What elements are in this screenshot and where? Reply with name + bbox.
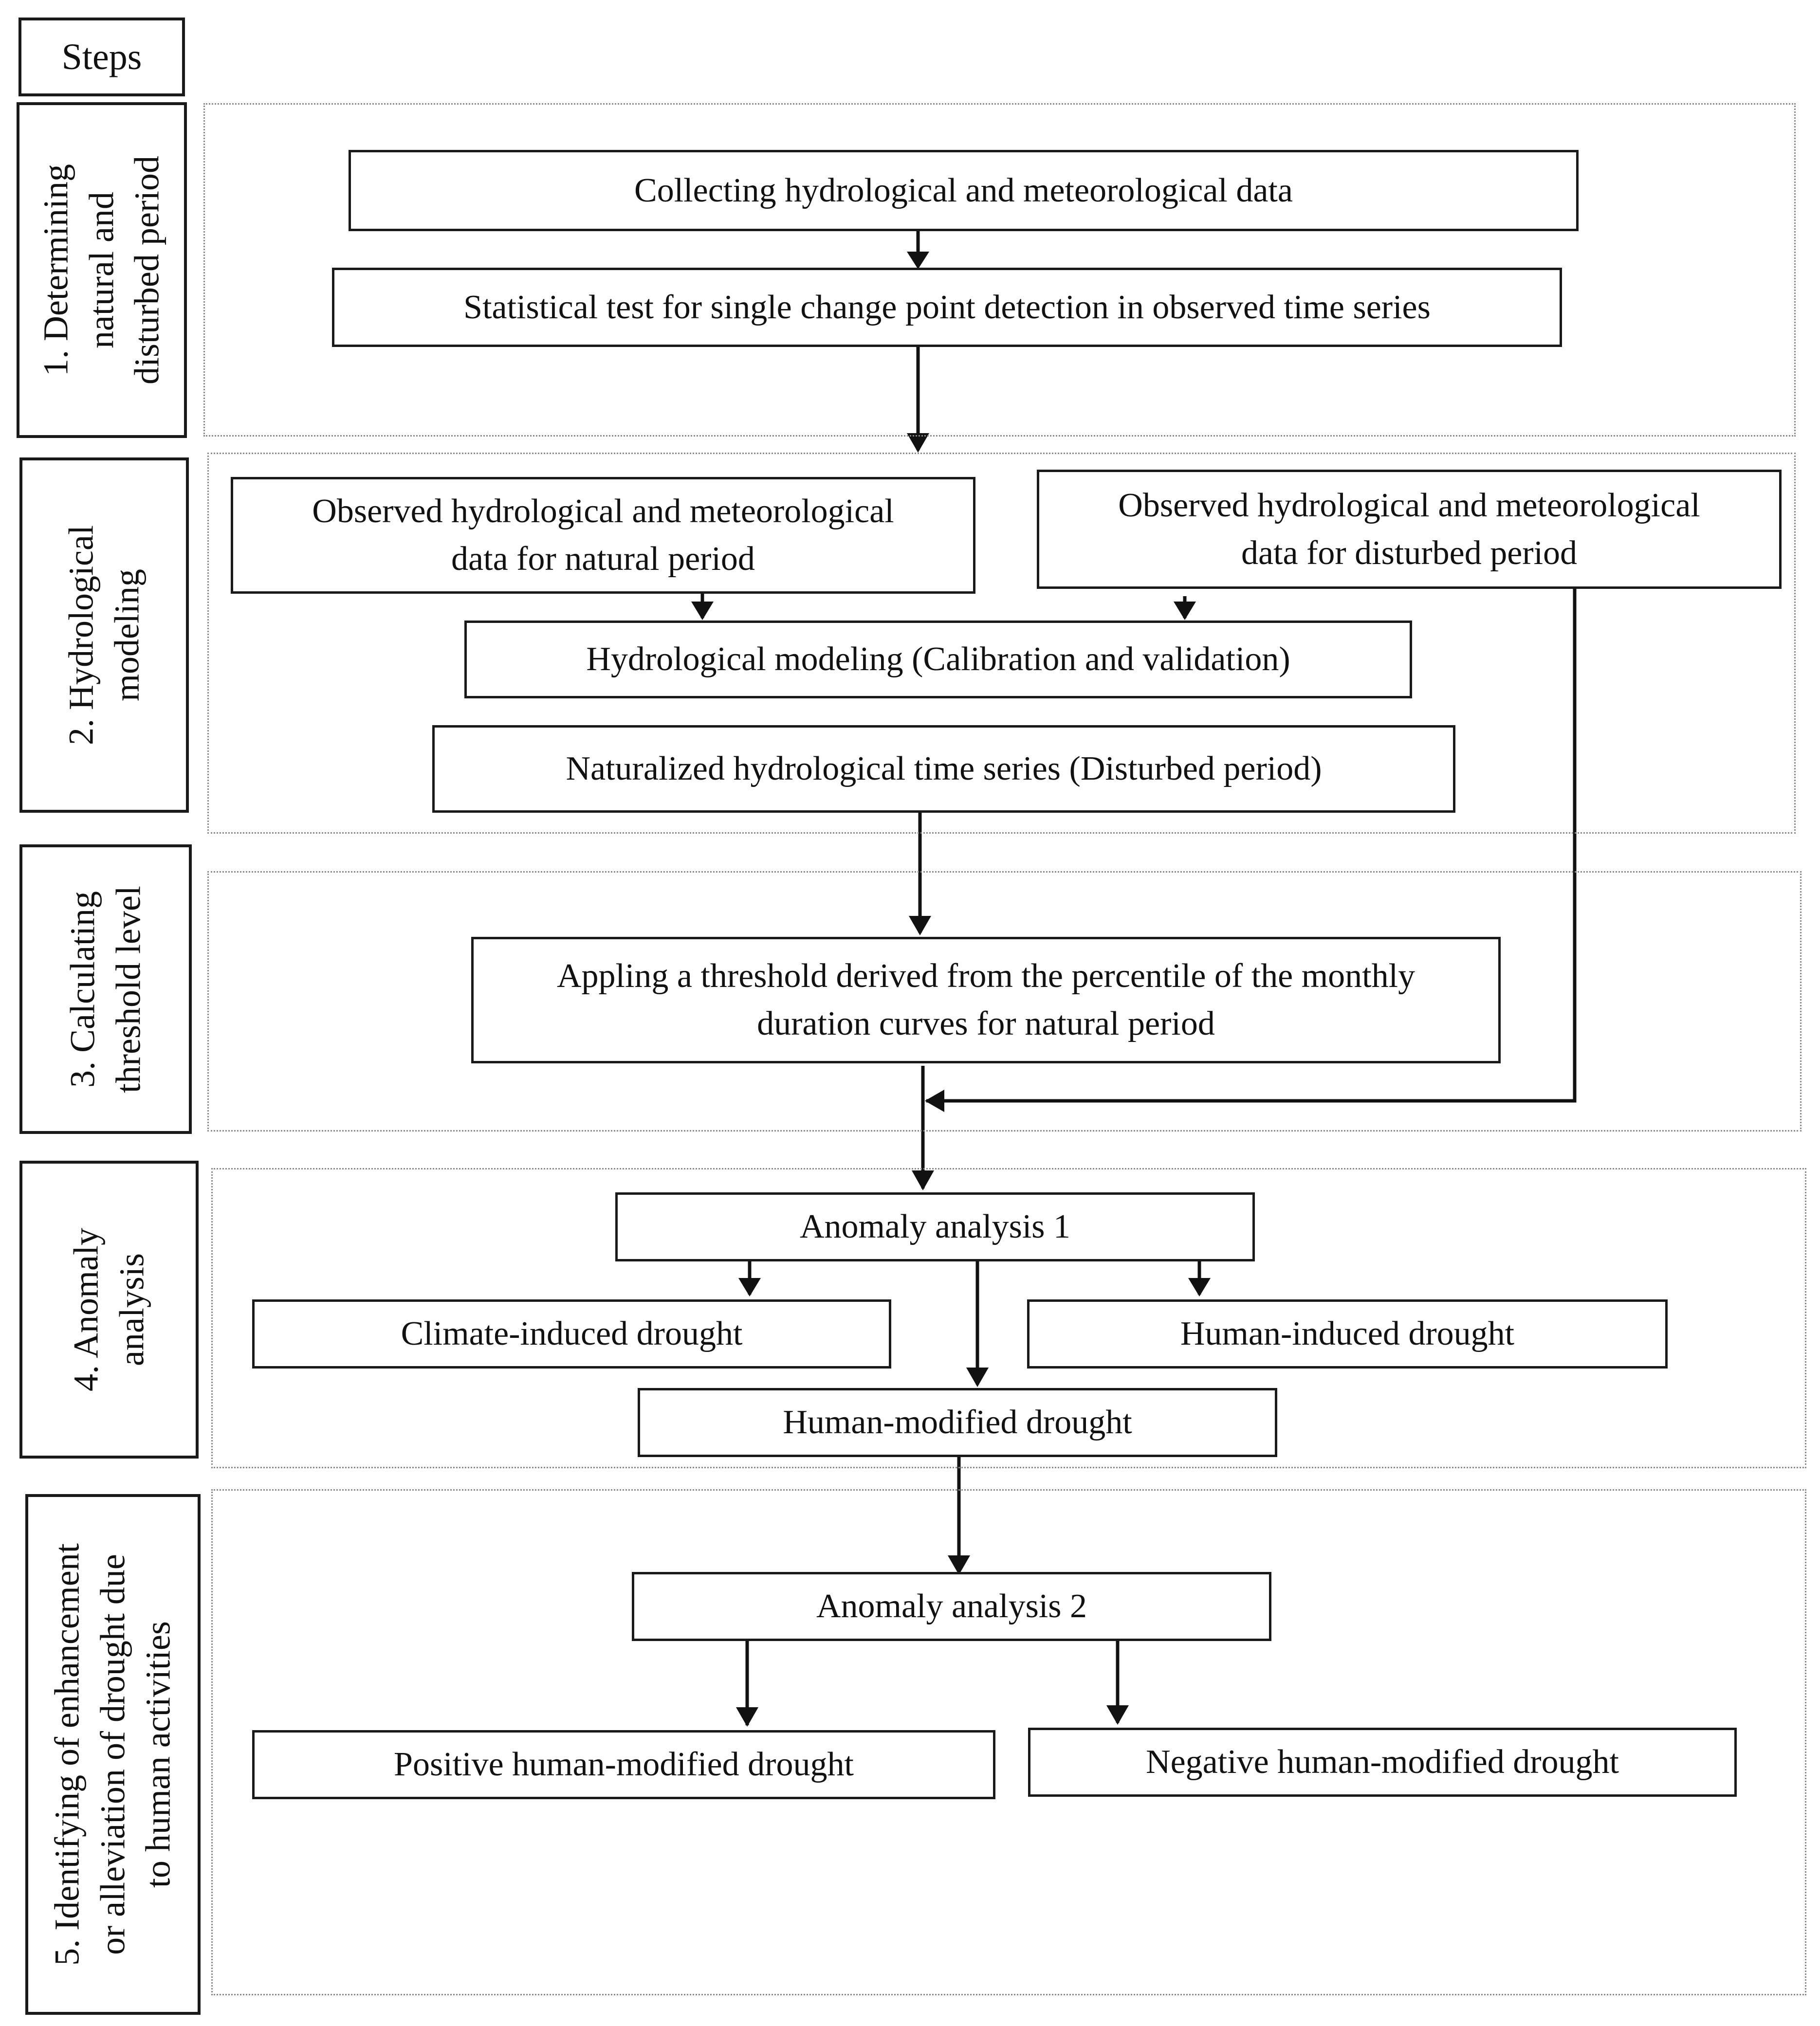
arrowhead-natural-to-modeling — [691, 602, 714, 620]
arrowhead-human-modified-to-anomaly-2 — [948, 1555, 970, 1575]
node-anomaly-1: Anomaly analysis 1 — [615, 1192, 1255, 1261]
section-4-frame — [211, 1168, 1806, 1468]
node-threshold: Appling a threshold derived from the per… — [471, 937, 1501, 1063]
arrowhead-threshold-to-anomaly-1 — [912, 1170, 934, 1190]
node-anomaly-2: Anomaly analysis 2 — [632, 1572, 1271, 1641]
arrowhead-naturalized-to-threshold — [909, 916, 931, 935]
arrowhead-anomaly-1-to-human-induced — [1188, 1278, 1211, 1296]
node-negative-modified: Negative human-modified drought — [1028, 1728, 1737, 1797]
section-2-frame — [207, 453, 1796, 834]
steps-header: Steps — [18, 18, 185, 96]
node-naturalized-series: Naturalized hydrological time series (Di… — [432, 725, 1455, 813]
section-1-frame — [203, 103, 1796, 437]
node-human-modified: Human-modified drought — [638, 1388, 1277, 1457]
arrowhead-anomaly-1-to-climate — [738, 1278, 761, 1296]
arrowhead-collect-to-test — [907, 252, 929, 269]
node-observed-natural: Observed hydrological and meteorological… — [231, 477, 975, 594]
node-collecting-data: Collecting hydrological and meteorologic… — [349, 150, 1579, 231]
arrowhead-bypass — [925, 1090, 944, 1112]
node-human-induced: Human-induced drought — [1027, 1299, 1668, 1369]
arrowhead-anomaly-2-to-negative — [1106, 1705, 1129, 1725]
node-climate-induced: Climate-induced drought — [252, 1299, 891, 1369]
node-statistical-test: Statistical test for single change point… — [332, 268, 1562, 347]
node-observed-disturbed: Observed hydrological and meteorological… — [1037, 470, 1782, 589]
section-3-frame — [207, 871, 1802, 1132]
arrowhead-anomaly-1-to-human-modified — [966, 1368, 989, 1387]
steps-header-label: Steps — [61, 36, 142, 77]
node-positive-modified: Positive human-modified drought — [252, 1730, 995, 1799]
arrowhead-test-to-section-2 — [907, 433, 929, 453]
arrowhead-disturbed-to-modeling — [1174, 602, 1196, 620]
arrow-disturbed-bypass — [926, 589, 1577, 1103]
section-5-frame — [211, 1489, 1806, 1995]
node-hydrological-modeling: Hydrological modeling (Calibration and v… — [464, 621, 1412, 698]
arrowhead-anomaly-2-to-positive — [736, 1707, 758, 1727]
